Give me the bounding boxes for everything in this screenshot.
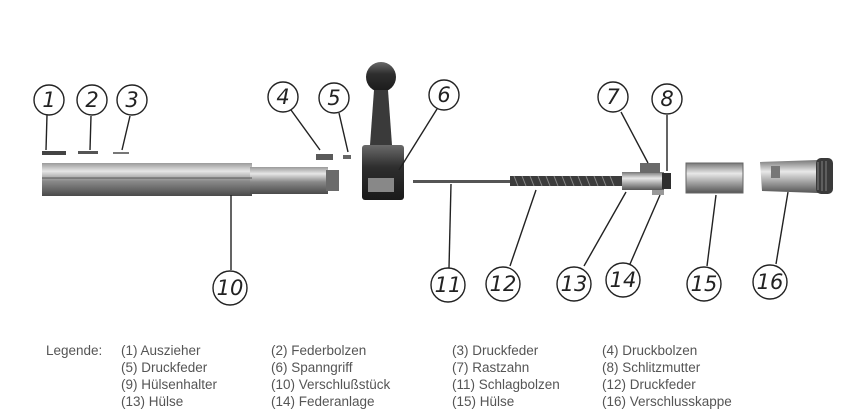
svg-text:5: 5 [327,86,340,110]
legend-entry-7: (7) Rastzahn [452,360,530,375]
callout-15: 15 [686,266,722,302]
leader-5 [338,112,349,153]
leader-7 [620,111,649,164]
svg-text:12: 12 [490,272,517,296]
svg-text:8: 8 [660,87,673,111]
part-8-slotted-nut [662,173,671,189]
callout-10: 10 [212,270,248,306]
part-4-pressure-bolt [316,154,333,160]
leader-15 [706,194,717,267]
callout-12: 12 [485,266,521,302]
part-14-spring-seat [652,190,664,195]
svg-text:11: 11 [435,273,462,297]
svg-text:16: 16 [757,270,784,294]
legend-entry-13: (13) Hülse [121,394,184,409]
svg-text:15: 15 [691,272,718,296]
leader-11 [448,183,452,269]
svg-text:13: 13 [561,272,588,296]
svg-text:4: 4 [276,85,289,109]
part-1-extractor [42,151,66,155]
leader-14 [629,194,661,265]
callout-14: 14 [605,262,641,298]
leader-12 [509,189,537,267]
leader-6 [398,108,438,171]
legend-entry-3: (3) Druckfeder [452,343,539,358]
legend-entry-9: (9) Hülsenhalter [121,377,218,392]
leader-16 [775,191,789,265]
callout-8: 8 [651,83,683,115]
callout-13: 13 [556,266,592,302]
legend-entry-12: (12) Druckfeder [602,377,696,392]
part-2-spring-bolt [78,151,98,154]
callout-1: 1 [33,84,65,116]
leader-4 [290,109,321,151]
svg-text:2: 2 [85,88,98,112]
legend-entry-5: (5) Druckfeder [121,360,208,375]
callout-5: 5 [318,82,350,114]
leader-13 [583,191,627,267]
callouts: 1 2 3 4 5 6 7 8 10 11 12 13 14 15 16 [33,79,788,306]
callout-2: 2 [76,84,108,116]
callout-11: 11 [430,267,466,303]
callout-16: 16 [752,264,788,300]
legend-entry-1: (1) Auszieher [121,343,201,358]
part-7-detent-tooth [640,163,660,173]
part-16-bolt-cap [760,158,833,194]
part-10-bolt-body [42,163,339,196]
legend-entry-2: (2) Federbolzen [271,343,367,358]
svg-text:3: 3 [125,88,138,112]
legend-title: Legende: [46,343,103,358]
callout-7: 7 [597,81,629,113]
part-13-sleeve [622,172,664,190]
svg-text:1: 1 [42,88,55,112]
legend-entry-8: (8) Schlitzmutter [602,360,701,375]
callout-3: 3 [116,84,148,116]
leader-1 [45,114,48,151]
legend-entry-4: (4) Druckbolzen [602,343,698,358]
part-12-compression-spring [510,175,622,187]
legend-entry-16: (16) Verschlusskappe [602,394,732,409]
legend-entry-11: (11) Schlagbolzen [452,377,560,392]
part-5-compression-spring [343,155,351,159]
callout-6: 6 [428,79,460,111]
legend-entry-10: (10) Verschlußstück [271,377,391,392]
leader-2 [89,115,92,151]
legend-entry-15: (15) Hülse [452,394,515,409]
part-15-sleeve [685,162,744,194]
leader-3 [121,115,131,151]
part-11-firing-pin [413,180,513,183]
exploded-diagram: 1 2 3 4 5 6 7 8 10 11 12 13 14 15 16 [33,62,833,306]
legend-entry-14: (14) Federanlage [271,394,375,409]
part-6-bolt-handle [362,62,404,200]
svg-text:14: 14 [610,268,637,292]
leader-lines [45,108,789,270]
svg-text:10: 10 [217,276,244,300]
part-3-compression-spring [113,152,129,154]
svg-text:7: 7 [606,85,620,109]
legend-entry-6: (6) Spanngriff [271,360,353,375]
svg-text:6: 6 [437,83,450,107]
callout-4: 4 [267,81,299,113]
